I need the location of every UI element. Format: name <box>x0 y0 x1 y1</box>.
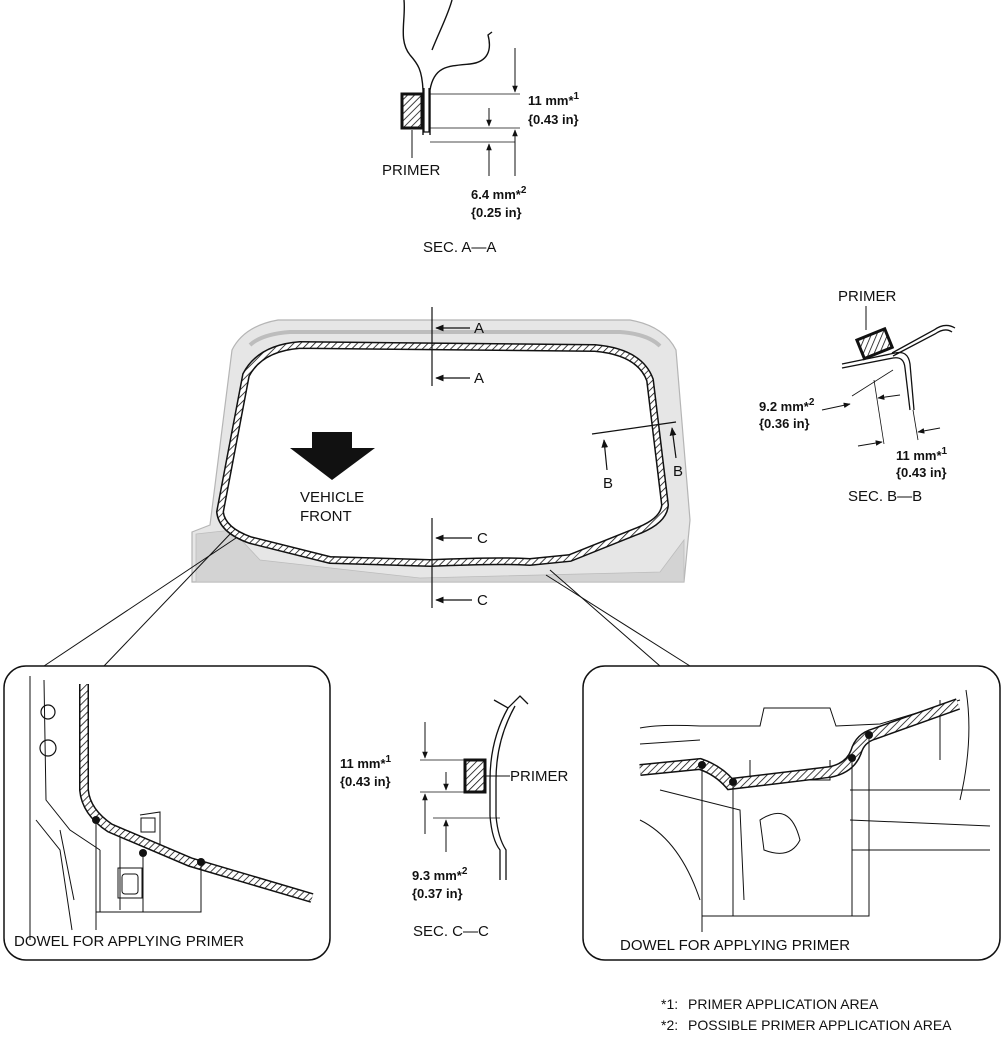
detail-right: DOWEL FOR APPLYING PRIMER <box>582 665 1001 961</box>
body-panel-inner-trim <box>248 330 662 348</box>
detail-right-bead-hatch <box>639 699 960 789</box>
section-b-arrow-right <box>669 427 677 459</box>
section-bb-dim-ext-c <box>912 409 919 441</box>
detail-right-label: DOWEL FOR APPLYING PRIMER <box>620 937 850 954</box>
detail-right-dowel-2 <box>729 778 737 786</box>
footnote-1-mark: *1: <box>661 996 678 1012</box>
section-c-mark-bottom: C <box>477 592 488 609</box>
detail-left-slot <box>121 873 139 895</box>
left-callout-leader-b <box>43 537 237 667</box>
section-c-mark-top: C <box>477 530 488 547</box>
section-cc: PRIMER 11 mm*1 {0.43 in} 9.3 mm*2 {0.37 … <box>340 695 569 940</box>
detail-right-dowel-4 <box>865 731 873 739</box>
right-callout-leader-b <box>545 574 691 667</box>
left-callout-leader-a <box>103 531 233 667</box>
section-cc-dim1-value: 11 mm*1 <box>340 754 392 771</box>
section-bb-panel <box>841 324 956 411</box>
detail-left-frame <box>3 665 331 961</box>
section-a-mark-bottom: A <box>474 370 484 387</box>
section-b-mark-right: B <box>673 463 683 480</box>
section-aa-primer-label: PRIMER <box>382 162 441 179</box>
section-aa-dim2-inch: {0.25 in} <box>471 205 522 220</box>
section-b-mark-left: B <box>603 475 613 492</box>
section-bb: PRIMER 9.2 mm*2 {0.36 in} 11 mm*1 {0.43 … <box>759 288 956 505</box>
section-cc-primer-label: PRIMER <box>510 768 569 785</box>
section-cc-title: SEC. C—C <box>413 923 489 940</box>
section-aa-dim1-inch: {0.43 in} <box>528 112 579 127</box>
section-b-arrow-left <box>601 439 609 471</box>
section-bb-dim1-value: 11 mm*1 <box>896 446 948 463</box>
section-bb-title: SEC. B—B <box>848 488 922 505</box>
footnote-2-text: POSSIBLE PRIMER APPLICATION AREA <box>688 1017 952 1033</box>
detail-right-dowel-1 <box>698 761 706 769</box>
footnote-1-text: PRIMER APPLICATION AREA <box>688 996 879 1012</box>
detail-left-bead-hatch <box>80 684 313 902</box>
section-cc-panel <box>489 695 529 880</box>
detail-left-dowel-2 <box>139 849 147 857</box>
window-opening <box>220 345 665 563</box>
detail-right-dowel-3 <box>848 754 856 762</box>
section-bb-primer-label: PRIMER <box>838 288 897 305</box>
detail-left-dowel-3 <box>197 858 205 866</box>
section-bb-dim1-arrow-left <box>857 440 883 447</box>
section-bb-dim2-value: 9.2 mm*2 <box>759 397 815 414</box>
section-bb-dim1-inch: {0.43 in} <box>896 465 947 480</box>
detail-left-label: DOWEL FOR APPLYING PRIMER <box>14 933 244 950</box>
detail-left-dowel-leaders <box>95 824 202 930</box>
vehicle-front-label-line2: FRONT <box>300 508 352 525</box>
section-bb-dim2-arrow-right <box>877 394 901 400</box>
detail-left-hole-1 <box>40 704 56 720</box>
section-aa-primer-block <box>400 92 424 130</box>
section-bb-dim-ext-a <box>851 369 894 397</box>
section-aa-title: SEC. A—A <box>423 239 496 256</box>
footnote-2-mark: *2: <box>661 1017 678 1033</box>
detail-left-tab <box>140 817 156 833</box>
section-cc-dim1-inch: {0.43 in} <box>340 774 391 789</box>
footnotes: *1: PRIMER APPLICATION AREA *2: POSSIBLE… <box>661 996 952 1033</box>
section-a-mark-top: A <box>474 320 484 337</box>
section-cc-primer-block <box>463 758 487 794</box>
section-bb-dim1-arrow-right <box>917 427 941 434</box>
primer-bead-hatch <box>217 342 668 566</box>
detail-left-dowel-1 <box>92 816 100 824</box>
section-bb-primer-block <box>854 326 895 361</box>
section-bb-dim2-arrow-left <box>821 402 851 411</box>
detail-left: DOWEL FOR APPLYING PRIMER <box>3 665 331 961</box>
section-bb-dim-ext-b <box>873 379 885 445</box>
detail-left-hole-2 <box>39 739 57 757</box>
vehicle-front-arrow-icon <box>290 432 375 480</box>
section-aa: PRIMER 11 mm*1 {0.43 in} 6.4 mm*2 {0.25 … <box>382 0 580 256</box>
section-bb-dim2-inch: {0.36 in} <box>759 416 810 431</box>
section-cc-dim2-inch: {0.37 in} <box>412 886 463 901</box>
section-b-cut-line <box>591 421 677 435</box>
detail-right-dowel-leaders <box>701 739 870 932</box>
right-callout-leader-a <box>549 569 661 667</box>
main-view: A A B B C C VEHICLE FRONT <box>191 307 691 609</box>
section-aa-flange <box>423 88 430 133</box>
section-aa-dim2-value: 6.4 mm*2 <box>471 185 527 202</box>
section-cc-dim2-value: 9.3 mm*2 <box>412 866 468 883</box>
section-aa-dim1-value: 11 mm*1 <box>528 91 580 108</box>
detail-left-panel-lines <box>29 676 161 940</box>
detail-right-frame <box>582 665 1001 961</box>
vehicle-front-label-line1: VEHICLE <box>300 489 364 506</box>
section-aa-panel <box>402 0 493 135</box>
